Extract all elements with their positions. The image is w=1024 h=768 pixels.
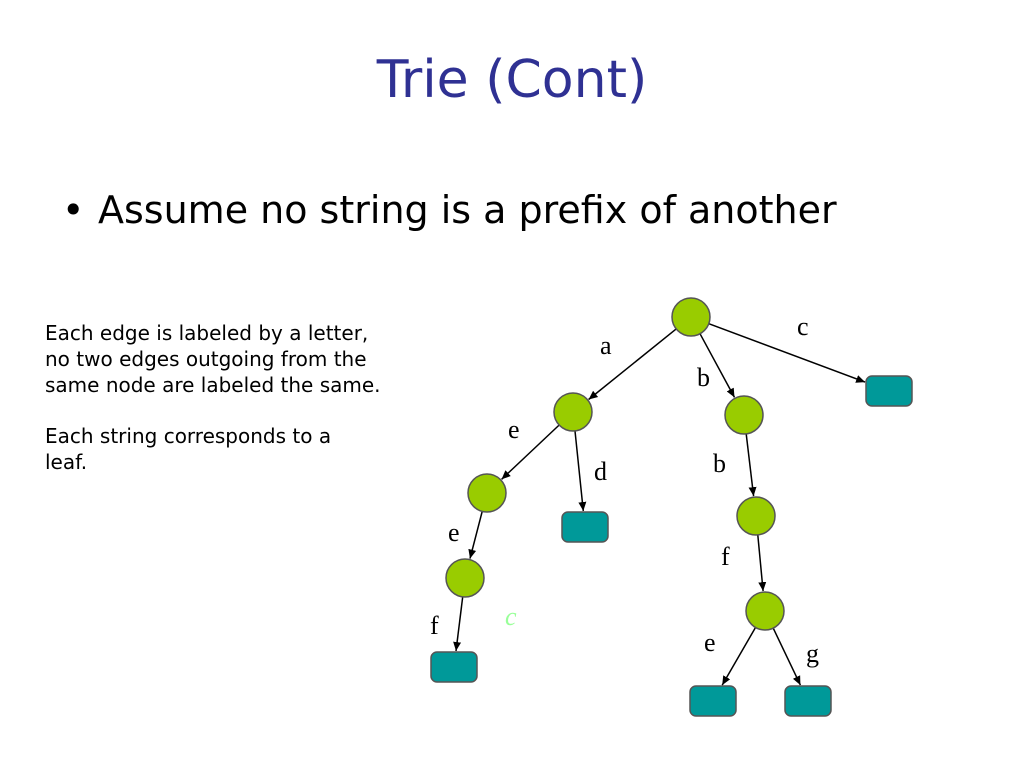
edge-label-ae-aee: e (448, 518, 460, 547)
trie-edge-b-bb (745, 433, 757, 497)
trie-edge-a-ad (574, 430, 587, 512)
trie-edge-ae-aee (468, 511, 483, 559)
trie-node-b (724, 395, 764, 435)
trie-edge-aee-aeef (453, 596, 464, 652)
trie-edge-a-ae (501, 424, 560, 480)
edge-label-a-ad: d (594, 457, 607, 486)
edge-label-b-bb: b (713, 449, 726, 478)
trie-edges (453, 322, 866, 686)
trie-edge-root-b (699, 333, 736, 398)
trie-edge-bb-bbf (757, 534, 767, 592)
trie-leaf-bbfg (784, 685, 832, 717)
trie-node-bb (736, 496, 776, 536)
edge-label-a-ae: e (508, 415, 520, 444)
description-paragraph-edges: Each edge is labeled by a letter, no two… (45, 321, 381, 397)
trie-nodes (430, 297, 913, 717)
trie-leaf-bbfe (689, 685, 737, 717)
trie-leaf-ad (561, 511, 609, 543)
faint-edge-label: c (505, 602, 517, 631)
edge-label-root-a: a (600, 331, 612, 360)
bullet-text: Assume no string is a prefix of another (98, 188, 837, 232)
trie-node-a (553, 392, 593, 432)
trie-node-root (671, 297, 711, 337)
edge-label-bb-bbf: f (721, 542, 730, 571)
trie-leaf-c (865, 375, 913, 407)
trie-leaf-aeef (430, 651, 478, 683)
trie-node-bbf (745, 591, 785, 631)
edge-label-root-c: c (797, 312, 809, 341)
trie-edge-root-a (588, 328, 677, 401)
edge-label-bbf-bbfe: e (704, 628, 716, 657)
trie-node-aee (445, 558, 485, 598)
trie-edge-labels: a b c e d e f b f e g (430, 312, 819, 668)
trie-node-ae (467, 473, 507, 513)
bullet-item: • Assume no string is a prefix of another (62, 188, 1002, 234)
description-paragraph-leaves: Each string corresponds to a leaf. (45, 424, 332, 474)
edge-label-aee-aeef: f (430, 611, 439, 640)
edge-label-bbf-bbfg: g (806, 639, 819, 668)
trie-edge-bbf-bbfg (772, 627, 802, 686)
description: Each edge is labeled by a letter, no two… (45, 320, 485, 475)
trie-edge-root-c (708, 322, 866, 383)
bullet-marker: • (62, 188, 85, 232)
edge-label-root-b: b (697, 363, 710, 392)
trie-edge-bbf-bbfe (721, 627, 757, 686)
slide-title: Trie (Cont) (376, 50, 648, 110)
